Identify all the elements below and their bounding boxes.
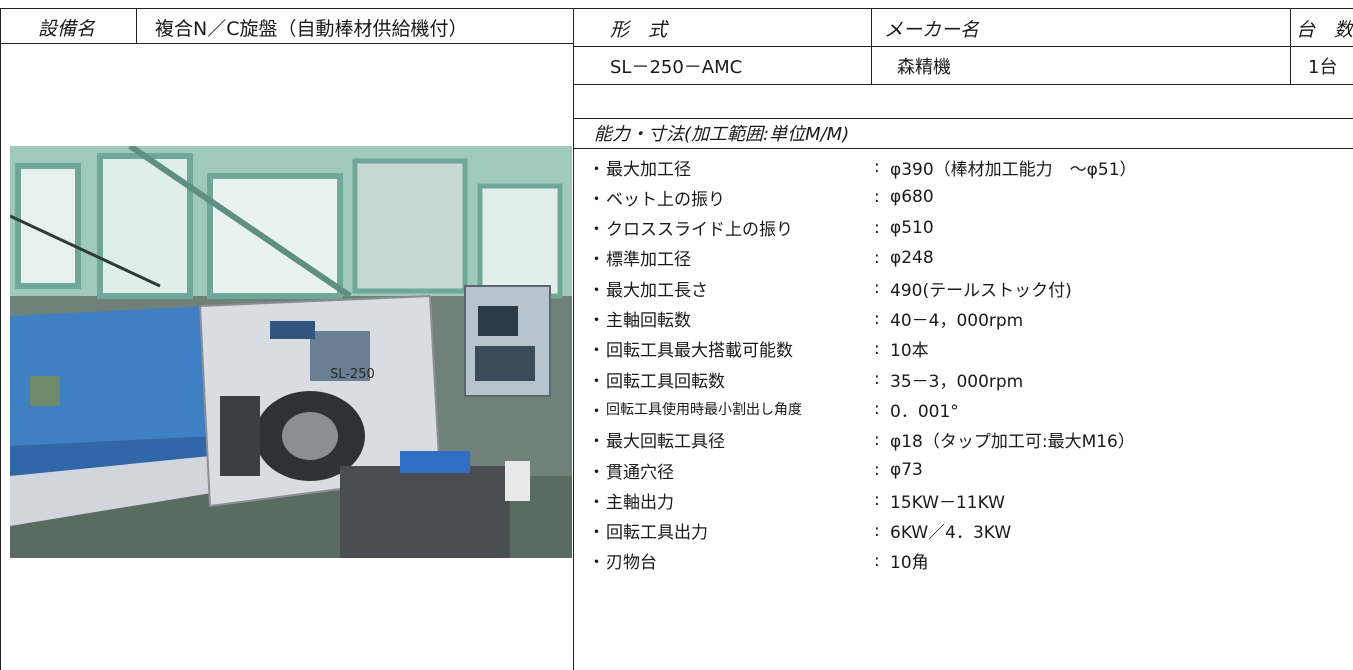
maker-count-divider	[1290, 8, 1291, 84]
center-divider	[573, 8, 574, 670]
spec-label: ベット上の振り	[606, 189, 725, 210]
spec-colon: :	[874, 490, 880, 511]
spec-row: ・ベット上の振り: φ680	[588, 182, 934, 212]
spec-label: 最大加工径	[606, 159, 691, 180]
machine-photo: SL-250	[10, 146, 572, 558]
spec-row: ・主軸出力:15KW－11KW	[588, 485, 1005, 515]
spec-value: φ248	[890, 247, 934, 268]
equip-label: 設備名	[38, 17, 96, 40]
spec-colon: :	[874, 399, 880, 420]
spec-label: 回転工具出力	[606, 523, 708, 544]
model-maker-divider	[871, 8, 872, 84]
spec-value: 15KW－11KW	[890, 492, 1005, 513]
bullet: ・	[588, 311, 605, 331]
model-label: 形 式	[610, 18, 668, 41]
spec-colon: :	[874, 308, 880, 329]
spec-label: 回転工具回転数	[606, 371, 725, 392]
count-label: 台 数	[1296, 18, 1353, 41]
spec-value: 0．001°	[890, 401, 959, 422]
bullet: ・	[588, 462, 605, 483]
spec-colon: :	[874, 429, 880, 450]
spec-title: 能力・寸法(加工範囲:単位M/M)	[594, 124, 850, 145]
spec-value: 10本	[890, 341, 929, 362]
value-row-bottom	[573, 84, 1353, 85]
spec-value: φ18（タップ加工可:最大M16）	[890, 432, 1135, 453]
spec-row: ・貫通穴径: φ73	[588, 455, 923, 485]
spec-row: ・最大回転工具径: φ18（タップ加工可:最大M16）	[588, 425, 1135, 455]
spec-label: 回転工具最大搭載可能数	[606, 341, 793, 362]
spec-colon: :	[874, 338, 880, 359]
header-divider-left	[0, 43, 573, 44]
bullet: ・	[588, 492, 605, 513]
bullet: ・	[588, 220, 605, 241]
spec-row: ・標準加工径: φ248	[588, 243, 934, 273]
spec-label: 回転工具使用時最小割出し角度	[606, 402, 802, 419]
spec-colon: :	[874, 278, 880, 299]
bullet: ・	[588, 523, 605, 544]
count-value: 1台	[1308, 57, 1338, 78]
spec-value: 6KW／4．3KW	[890, 523, 1012, 544]
spec-row: ・最大加工径: φ390（棒材加工能力 ～φ51）	[588, 152, 1137, 182]
spec-label: 最大加工長さ	[606, 280, 708, 301]
maker-label: メーカー名	[884, 18, 980, 41]
bullet: ・	[588, 553, 605, 574]
spec-colon: :	[874, 520, 880, 541]
spec-row: ・回転工具最大搭載可能数:10本	[588, 334, 929, 364]
spec-label: 主軸回転数	[606, 311, 691, 331]
work-bench	[340, 451, 530, 558]
left-border	[0, 8, 1, 670]
lathe-body: SL-250	[198, 294, 442, 508]
spec-value: 490(テールストック付)	[890, 280, 1072, 301]
spec-colon: :	[874, 157, 880, 177]
bullet: ・	[588, 189, 605, 210]
spec-row: ・主軸回転数:40－4，000rpm	[588, 304, 1023, 334]
spec-label: 刃物台	[606, 553, 657, 574]
bullet: ・	[588, 341, 605, 362]
spec-label: 最大回転工具径	[606, 432, 725, 453]
spec-value: φ510	[890, 217, 934, 238]
window-frames	[10, 146, 563, 299]
spec-value: 35－3，000rpm	[890, 371, 1024, 392]
equip-label-divider	[136, 8, 137, 43]
spec-label: 貫通穴径	[606, 462, 674, 483]
bullet: ・	[588, 371, 605, 392]
spec-colon: :	[874, 187, 880, 208]
spec-label: 標準加工径	[606, 250, 691, 271]
model-value: SL－250－AMC	[610, 57, 743, 78]
spec-colon: :	[874, 460, 880, 480]
spec-value: φ73	[890, 460, 923, 480]
spec-colon: :	[874, 247, 880, 268]
bullet: ・	[588, 401, 605, 422]
bullet: ・	[588, 250, 605, 271]
spec-label: 主軸出力	[606, 492, 674, 513]
bullet: ・	[588, 432, 605, 453]
spec-value: 40－4，000rpm	[890, 311, 1024, 331]
spec-value: 10角	[890, 553, 929, 574]
spec-row: ・回転工具出力:6KW／4．3KW	[588, 516, 1011, 546]
spec-colon: :	[874, 217, 880, 238]
spec-row: ・回転工具使用時最小割出し角度:0．001°	[588, 394, 959, 424]
lathe-photo-illustration: SL-250	[10, 146, 572, 558]
spec-value: φ390（棒材加工能力 ～φ51）	[890, 159, 1137, 180]
top-border	[0, 8, 1353, 9]
spec-row: ・最大加工長さ:490(テールストック付)	[588, 273, 1072, 303]
spec-value: φ680	[890, 187, 934, 208]
spec-colon: :	[874, 369, 880, 390]
spec-colon: :	[874, 550, 880, 571]
maker-value: 森精機	[897, 57, 951, 78]
bullet: ・	[588, 159, 605, 180]
spec-row: ・回転工具回転数:35－3，000rpm	[588, 364, 1023, 394]
blank-row-bottom	[573, 118, 1353, 119]
bullet: ・	[588, 280, 605, 301]
model-plate-text: SL-250	[330, 367, 375, 382]
spec-title-bottom	[573, 148, 1353, 149]
header-divider-right	[573, 46, 1353, 47]
spec-row: ・刃物台:10角	[588, 546, 929, 576]
spec-label: クロススライド上の振り	[606, 220, 793, 241]
equip-name: 複合N／C旋盤（自動棒材供給機付）	[155, 17, 468, 40]
spec-row: ・クロススライド上の振り: φ510	[588, 213, 934, 243]
control-panel	[464, 285, 551, 397]
